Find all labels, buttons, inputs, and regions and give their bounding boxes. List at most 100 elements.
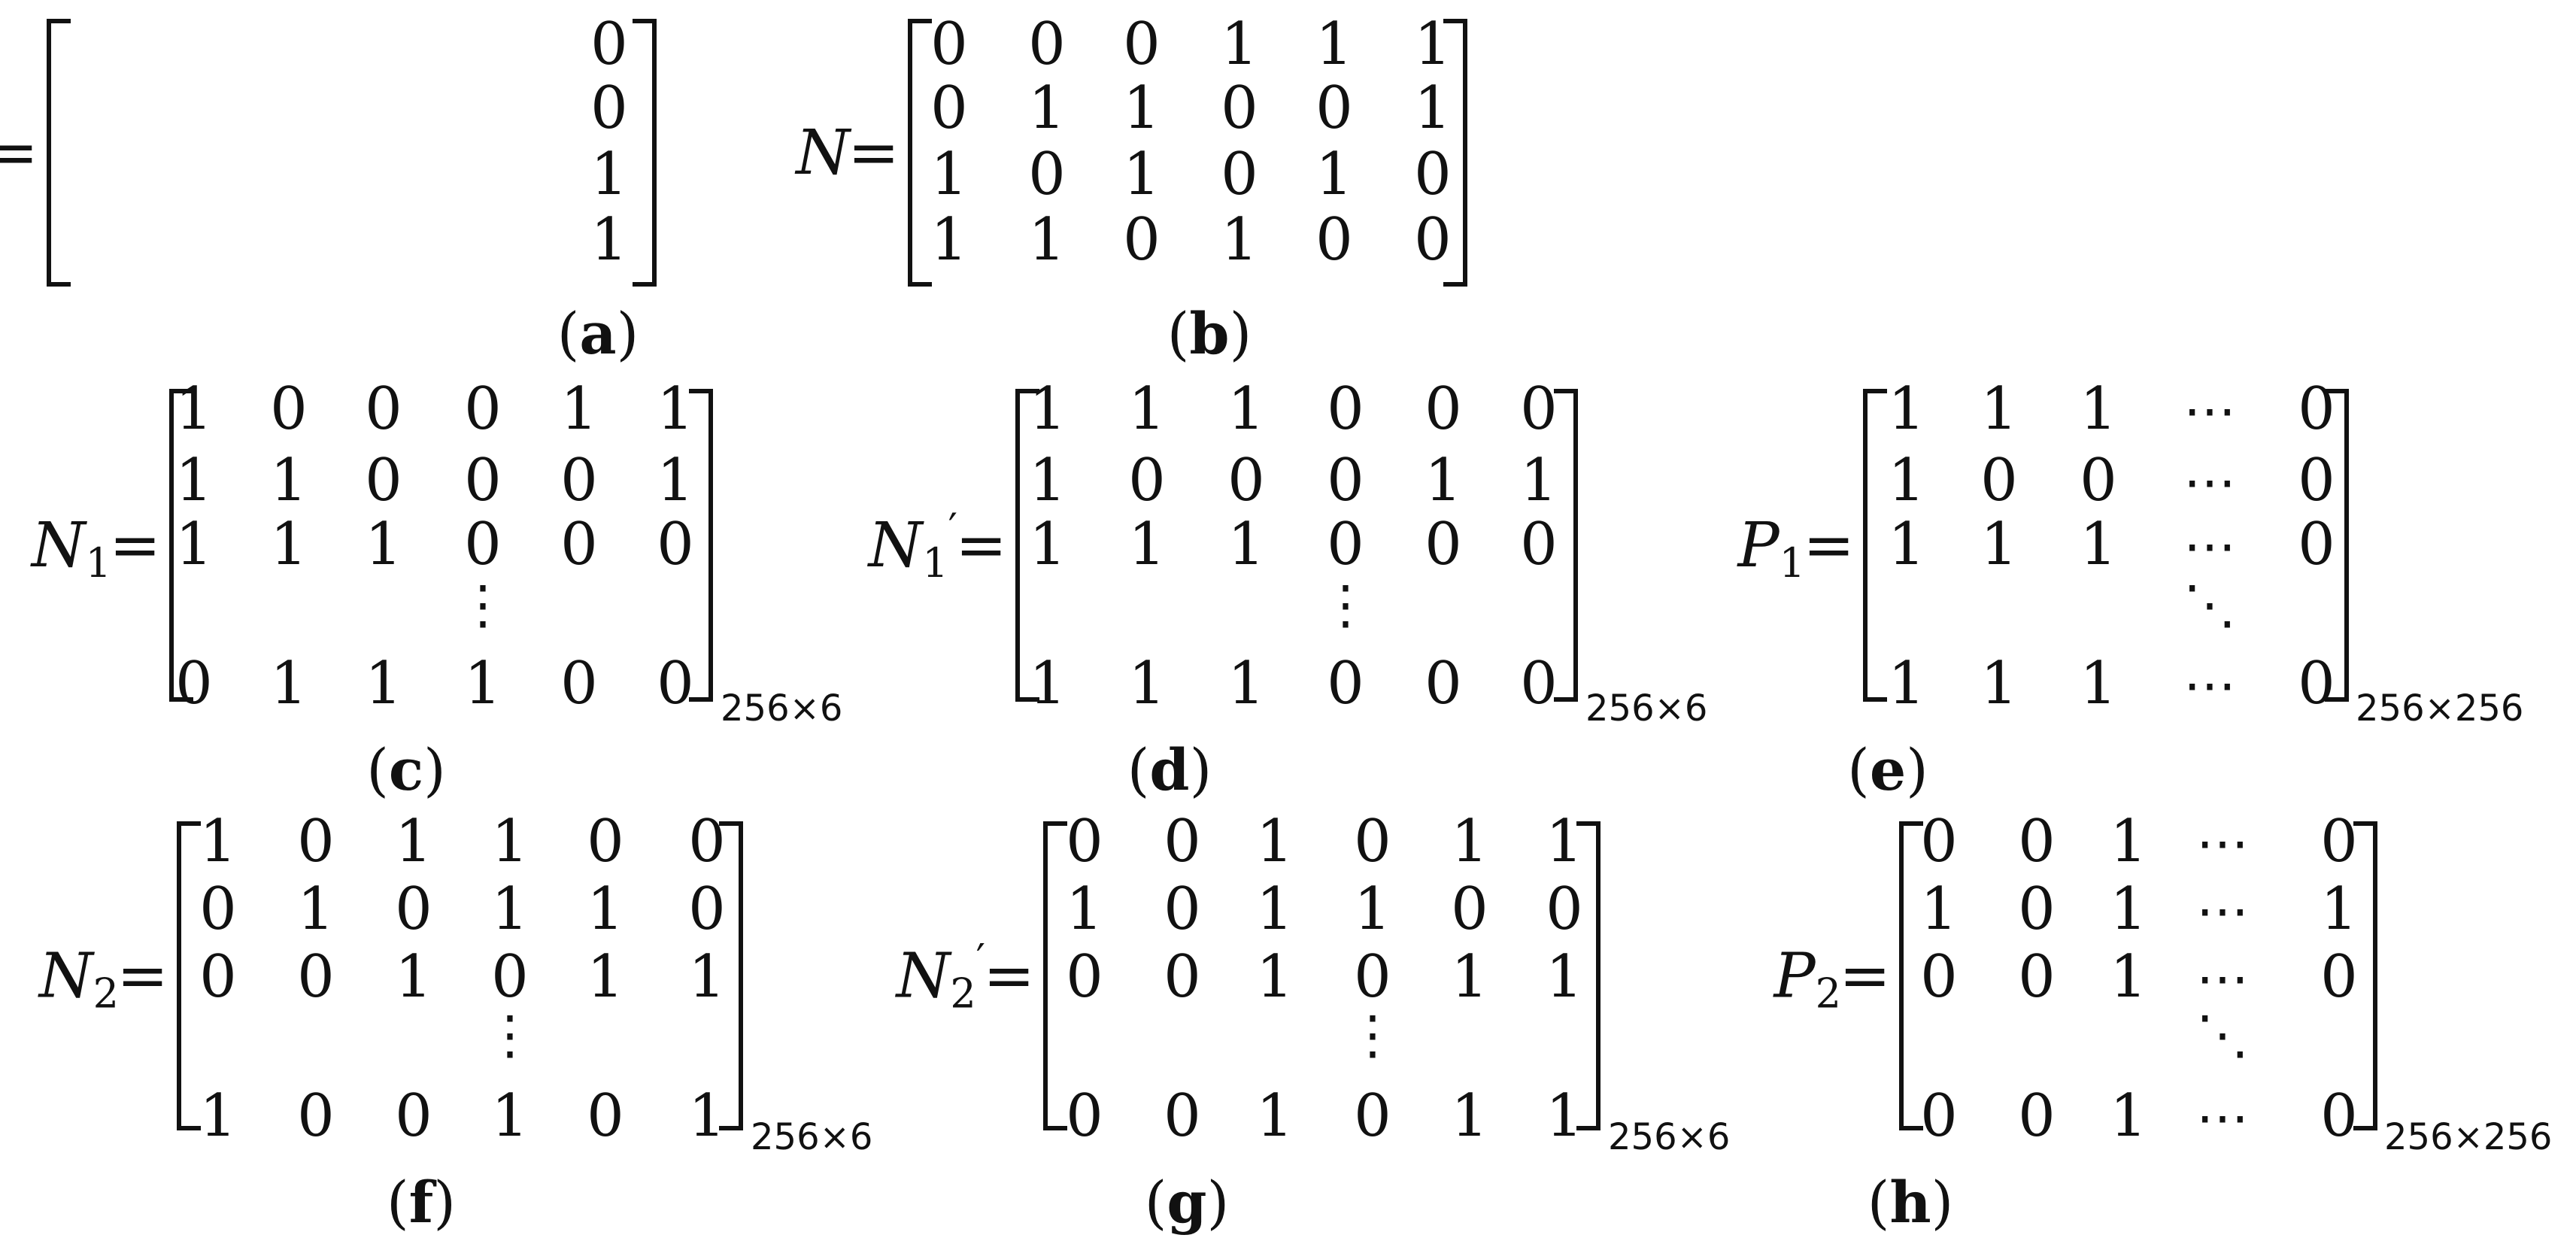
- matrix-cell: 1: [590, 141, 628, 208]
- matrix-dimensions: 256×6: [751, 1116, 872, 1158]
- matrix-cell: 1: [1451, 808, 1488, 875]
- right-bracket: [1554, 389, 1578, 702]
- matrix-cell: 0: [1354, 1082, 1391, 1150]
- matrix-label: P1: [1736, 510, 1805, 587]
- matrix-cell: 0: [1414, 141, 1452, 208]
- matrix-cell: 1: [199, 1082, 237, 1150]
- matrix-cell: 1: [199, 808, 237, 875]
- matrix-cell: 1: [270, 650, 308, 718]
- matrix-cell: 0: [1164, 943, 1201, 1011]
- matrix-cell: 1: [1227, 375, 1265, 443]
- matrix-cell: 0: [464, 447, 502, 514]
- matrix-cell: 0: [560, 447, 598, 514]
- matrix-cell: 0: [1123, 206, 1161, 274]
- matrix-cell: 0: [1425, 375, 1462, 443]
- matrix-cell: 0: [1164, 808, 1201, 875]
- subfigure-caption: (a): [557, 300, 639, 367]
- matrix-cell: 1: [590, 206, 628, 274]
- matrix-cell: 1: [2080, 511, 2117, 578]
- ellipsis-cell: ⋯: [2183, 380, 2236, 441]
- matrix-cell: 0: [1980, 447, 2018, 514]
- left-bracket: [1863, 389, 1887, 702]
- subfigure-caption: (b): [1167, 300, 1252, 367]
- matrix-cell: 1: [1451, 1082, 1488, 1150]
- matrix-cell: 0: [2018, 943, 2056, 1011]
- matrix-cell: 1: [1546, 1082, 1583, 1150]
- matrix-cell: 0: [297, 1082, 335, 1150]
- matrix-cell: 0: [395, 875, 432, 943]
- matrix-cell: 0: [1451, 875, 1488, 943]
- matrix-cell: 1: [1256, 875, 1294, 943]
- matrix-cell: 0: [1028, 141, 1066, 208]
- equals-sign: =: [1803, 510, 1855, 581]
- matrix-label: N1: [30, 510, 111, 587]
- matrix-label: N2′: [895, 936, 985, 1018]
- matrix-cell: 0: [2298, 375, 2335, 443]
- matrix-cell: 0: [199, 875, 237, 943]
- matrix-cell: 1: [1256, 808, 1294, 875]
- matrix-dimensions: 256×256: [2356, 687, 2523, 730]
- ellipsis-cell: ⋱: [2196, 1004, 2249, 1066]
- matrix-cell: 0: [1520, 511, 1558, 578]
- matrix-cell: 1: [1227, 650, 1265, 718]
- matrix-cell: 1: [491, 1082, 529, 1150]
- matrix-cell: 0: [1920, 1082, 1958, 1150]
- matrix-cell: 1: [2080, 375, 2117, 443]
- matrix-cell: 0: [1221, 74, 1258, 142]
- matrix-cell: 0: [930, 74, 968, 142]
- right-bracket: [633, 19, 657, 287]
- matrix-cell: 1: [1029, 511, 1067, 578]
- matrix-cell: 1: [1414, 74, 1452, 142]
- matrix-cell: 0: [1425, 650, 1462, 718]
- right-bracket: [689, 389, 713, 702]
- subfigure-caption: (g): [1145, 1169, 1229, 1236]
- matrix-cell: 0: [1164, 1082, 1201, 1150]
- matrix-cell: 1: [395, 943, 432, 1011]
- matrix-cell: 0: [491, 943, 529, 1011]
- matrix-cell: 1: [1029, 375, 1067, 443]
- matrix-cell: 0: [560, 650, 598, 718]
- equals-sign: =: [0, 117, 38, 189]
- matrix-cell: 1: [1451, 943, 1488, 1011]
- matrix-cell: 0: [590, 74, 628, 142]
- matrix-cell: 0: [270, 375, 308, 443]
- right-bracket: [2353, 821, 2377, 1130]
- matrix-cell: 1: [1029, 650, 1067, 718]
- ellipsis-cell: ⋯: [2183, 654, 2236, 716]
- matrix-cell: 0: [1315, 206, 1353, 274]
- matrix-cell: 0: [464, 375, 502, 443]
- matrix-cell: 0: [2298, 511, 2335, 578]
- matrix-cell: 1: [1028, 206, 1066, 274]
- matrix-cell: 0: [1920, 943, 1958, 1011]
- matrix-cell: 0: [1425, 511, 1462, 578]
- left-bracket: [908, 19, 932, 287]
- matrix-cell: 1: [491, 808, 529, 875]
- matrix-cell: 1: [1315, 141, 1353, 208]
- equals-sign: =: [848, 117, 900, 189]
- matrix-cell: 0: [587, 808, 624, 875]
- matrix-cell: 0: [2320, 1082, 2358, 1150]
- matrix-cell: 0: [1520, 650, 1558, 718]
- ellipsis-cell: ⋯: [2196, 948, 2249, 1009]
- matrix-cell: 1: [175, 447, 213, 514]
- matrix-cell: 0: [1354, 808, 1391, 875]
- matrix-cell: 1: [2110, 808, 2147, 875]
- equals-sign: =: [1839, 941, 1891, 1012]
- matrix-cell: 0: [1315, 74, 1353, 142]
- matrix-cell: 1: [2110, 1082, 2147, 1150]
- matrix-cell: 0: [1327, 375, 1364, 443]
- matrix-cell: 0: [1221, 141, 1258, 208]
- matrix-cell: 0: [688, 808, 726, 875]
- matrix-cell: 0: [1327, 447, 1364, 514]
- right-bracket: [2325, 389, 2349, 702]
- matrix-cell: 1: [1256, 1082, 1294, 1150]
- ellipsis-cell: ⋯: [2196, 812, 2249, 874]
- left-bracket: [1899, 821, 1923, 1130]
- matrix-cell: 1: [1425, 447, 1462, 514]
- matrix-cell: 0: [1128, 447, 1166, 514]
- matrix-cell: 1: [270, 447, 308, 514]
- matrix-cell: 0: [2320, 808, 2358, 875]
- matrix-cell: 1: [395, 808, 432, 875]
- matrix-cell: 1: [657, 375, 694, 443]
